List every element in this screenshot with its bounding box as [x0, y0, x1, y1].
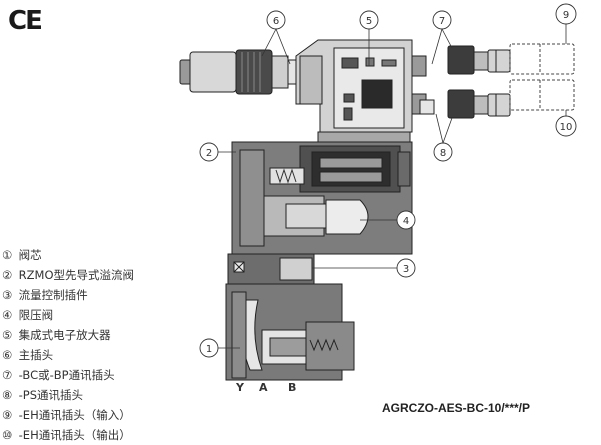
callout-number-10: 10 [560, 122, 573, 133]
legend-item: ② RZMO型先导式溢流阀 [2, 265, 174, 285]
callout-circle-8 [433, 142, 453, 162]
component-legend: ① 阀芯 ② RZMO型先导式溢流阀 ③ 流量控制插件 ④ 限压阀 ⑤ 集成式电… [2, 245, 174, 445]
model-code: AGRCZO-AES-BC-10/***/P [382, 401, 531, 415]
legend-number: ③ [2, 288, 13, 302]
callout-numbers: 2 1 3 4 5 6 7 8 9 10 [206, 10, 573, 355]
pilot-relief-valve [231, 141, 413, 255]
callout-circle-10 [555, 115, 577, 137]
legend-text: -EH通讯插头（输入） [18, 408, 131, 422]
callout-circle-1 [199, 338, 219, 358]
callout-circles [199, 3, 577, 358]
callout-number-4: 4 [403, 216, 409, 227]
legend-text: -PS通讯插头 [18, 388, 84, 402]
legend-number: ② [2, 268, 13, 282]
legend-number: ⑩ [2, 428, 13, 442]
legend-item: ⑥ 主插头 [2, 345, 174, 365]
ce-certification-mark: CE [8, 6, 43, 36]
callout-number-5: 5 [366, 16, 372, 27]
callout-number-7: 7 [439, 16, 445, 27]
callout-number-3: 3 [403, 264, 409, 275]
legend-text: 阀芯 [18, 248, 42, 262]
legend-item: ④ 限压阀 [2, 305, 174, 325]
port-label-b: B [288, 381, 297, 394]
legend-number: ⑧ [2, 388, 13, 402]
callout-number-8: 8 [440, 148, 446, 159]
callout-circle-9 [555, 3, 577, 25]
legend-item: ⑤ 集成式电子放大器 [2, 325, 174, 345]
communication-plug-lower [419, 89, 511, 119]
callout-circle-7 [432, 10, 452, 30]
legend-text: 流量控制插件 [18, 288, 88, 302]
legend-number: ④ [2, 308, 13, 322]
callout-circle-3 [396, 258, 416, 278]
callout-circle-6 [266, 10, 286, 30]
legend-item: ① 阀芯 [2, 245, 174, 265]
callout-number-6: 6 [273, 16, 279, 27]
legend-item: ⑩ -EH通讯插头（输出） [2, 425, 174, 445]
callout-circle-4 [396, 210, 416, 230]
communication-plug-upper [447, 45, 511, 75]
callout-leaders [218, 24, 567, 349]
legend-number: ⑥ [2, 348, 13, 362]
port-label-y: Y [236, 381, 244, 394]
port-label-a: A [259, 381, 268, 394]
flow-control-cartridge [227, 253, 315, 285]
legend-text: 集成式电子放大器 [18, 328, 111, 342]
callout-circle-5 [359, 10, 379, 30]
legend-text: 限压阀 [18, 308, 54, 322]
legend-number: ⑨ [2, 408, 13, 422]
legend-text: -EH通讯插头（输出） [18, 428, 131, 442]
callout-number-9: 9 [563, 10, 569, 21]
callout-circle-2 [199, 142, 219, 162]
eh-plugs-dashed [509, 43, 575, 111]
callout-number-2: 2 [206, 148, 212, 159]
callout-number-1: 1 [206, 344, 212, 355]
legend-item: ③ 流量控制插件 [2, 285, 174, 305]
electronic-amplifier [295, 39, 427, 143]
legend-text: RZMO型先导式溢流阀 [18, 268, 134, 282]
main-plug [179, 49, 299, 95]
legend-text: 主插头 [18, 348, 54, 362]
legend-number: ⑦ [2, 368, 13, 382]
legend-item: ⑧ -PS通讯插头 [2, 385, 174, 405]
legend-text: -BC或-BP通讯插头 [18, 368, 115, 382]
legend-item: ⑦ -BC或-BP通讯插头 [2, 365, 174, 385]
legend-item: ⑨ -EH通讯插头（输入） [2, 405, 174, 425]
main-valve-body [225, 283, 355, 381]
legend-number: ① [2, 248, 13, 262]
legend-number: ⑤ [2, 328, 13, 342]
